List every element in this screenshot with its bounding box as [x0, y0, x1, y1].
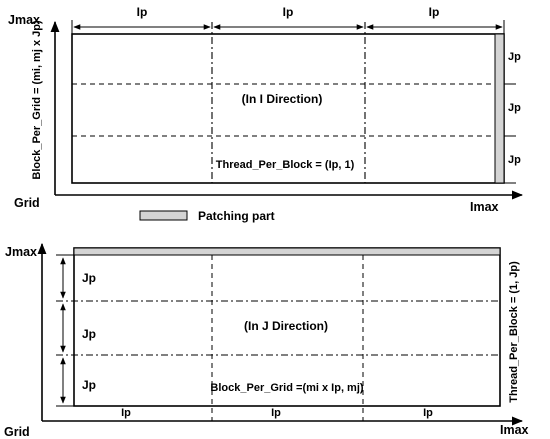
- top-ip-label-2: Ip: [283, 5, 294, 19]
- top-ip-label-1: Ip: [137, 5, 148, 19]
- bottom-patch-strip: [73, 247, 501, 256]
- legend: Patching part: [139, 209, 275, 223]
- top-patch-strip: [494, 33, 505, 184]
- bottom-jp-label-1: Jp: [82, 271, 96, 285]
- top-jp-label-1: Jp: [508, 51, 521, 63]
- top-x-axis-label: Imax: [470, 200, 499, 214]
- bottom-x-axis-label: Imax: [500, 423, 529, 437]
- top-direction-label: (In I Direction): [242, 92, 323, 106]
- bottom-ip-label-3: Ip: [423, 407, 433, 419]
- bottom-y-axis-label: Jmax: [5, 245, 37, 259]
- bottom-block-label: Block_Per_Grid =(mi x Ip, mj): [210, 382, 363, 394]
- bottom-side-label: Thread_Per_Block = (1, Jp): [508, 261, 520, 403]
- bottom-jp-label-3: Jp: [82, 378, 96, 392]
- bottom-origin-label: Grid: [4, 425, 30, 439]
- bottom-jp-label-2: Jp: [82, 327, 96, 341]
- top-diagram: Ip Ip Ip Jp Jp Jp (In I Direction) Threa…: [8, 5, 524, 214]
- top-origin-label: Grid: [14, 196, 40, 210]
- bottom-diagram: Jp Jp Jp Ip Ip Ip (In J Direction) Block…: [4, 242, 529, 439]
- bottom-ip-label-2: Ip: [271, 407, 281, 419]
- bottom-ip-label-1: Ip: [121, 407, 131, 419]
- legend-label: Patching part: [198, 209, 275, 223]
- top-jp-label-2: Jp: [508, 102, 521, 114]
- top-thread-label: Thread_Per_Block = (Ip, 1): [216, 159, 355, 171]
- top-side-label: Block_Per_Grid = (mi, mj x Jp): [31, 20, 43, 180]
- legend-swatch: [139, 210, 188, 221]
- bottom-direction-label: (In J Direction): [244, 319, 328, 333]
- top-jp-label-3: Jp: [508, 154, 521, 166]
- top-y-axis-label: Jmax: [8, 13, 40, 27]
- top-ip-label-3: Ip: [429, 5, 440, 19]
